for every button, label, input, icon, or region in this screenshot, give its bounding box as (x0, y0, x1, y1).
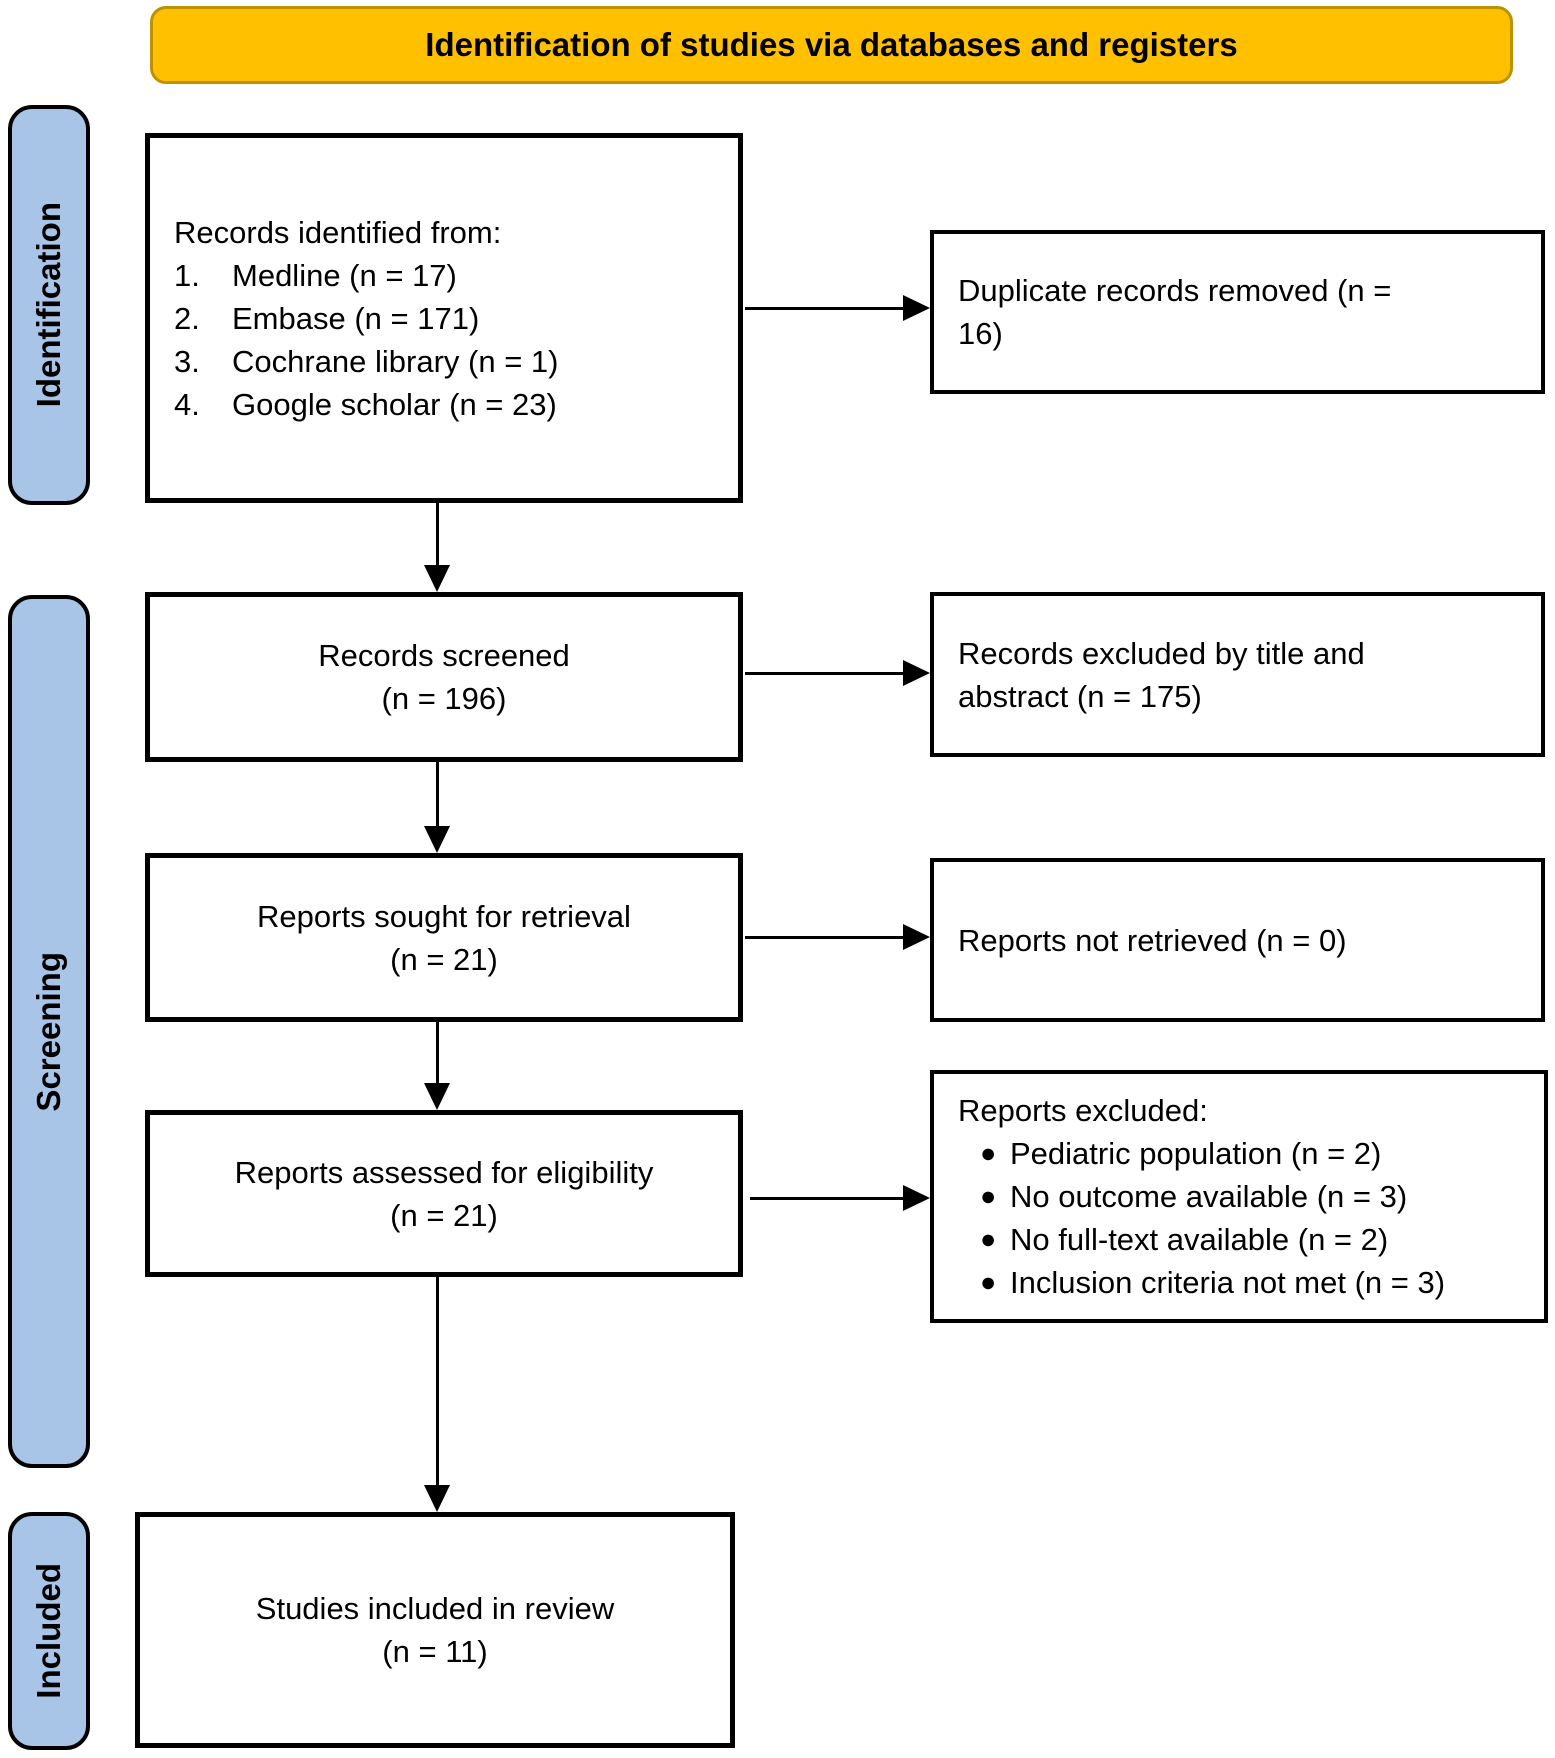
list-item: 3. Cochrane library (n = 1) (174, 343, 559, 379)
box-duplicate-records-removed: Duplicate records removed (n = 16) (930, 230, 1545, 394)
reports-excluded-heading: Reports excluded: (958, 1093, 1208, 1128)
reports-assessed-line1: Reports assessed for eligibility (234, 1154, 654, 1190)
box-records-screened: Records screened (n = 196) (145, 592, 743, 762)
arrow-stem (436, 1277, 439, 1487)
list-item: 4. Google scholar (n = 23) (174, 386, 557, 422)
arrow-head-icon (903, 924, 930, 950)
reports-assessed-line2: (n = 21) (390, 1197, 498, 1233)
bullet-icon: ● (980, 1138, 997, 1168)
list-item: 2. Embase (n = 171) (174, 300, 480, 336)
records-excluded-text: Records excluded by title and abstract (… (958, 635, 1365, 714)
arrow-head-icon (424, 565, 450, 592)
list-item: 1. Medline (n = 17) (174, 257, 457, 293)
arrow-stem (436, 1022, 439, 1085)
arrow-stem (436, 762, 439, 828)
arrow-head-icon (424, 1485, 450, 1512)
list-item: ● Pediatric population (n = 2) (958, 1132, 1520, 1175)
arrow-head-icon (903, 1185, 930, 1211)
reports-sought-line2: (n = 21) (390, 941, 498, 977)
arrow-head-icon (424, 1083, 450, 1110)
arrow-stem (436, 503, 439, 567)
list-item: ● Inclusion criteria not met (n = 3) (958, 1261, 1520, 1304)
bullet-icon: ● (980, 1267, 997, 1297)
box-records-identified: Records identified from: 1. Medline (n =… (145, 133, 743, 503)
duplicates-removed-text: Duplicate records removed (n = 16) (958, 273, 1392, 351)
box-studies-included: Studies included in review (n = 11) (135, 1512, 735, 1748)
box-records-excluded: Records excluded by title and abstract (… (930, 592, 1545, 757)
records-identified-heading: Records identified from: (174, 214, 502, 250)
diagram-title: Identification of studies via databases … (425, 26, 1238, 63)
arrow-stem (745, 307, 905, 310)
studies-included-line2: (n = 11) (382, 1634, 488, 1669)
bullet-icon: ● (980, 1224, 997, 1254)
arrow-stem (750, 1197, 905, 1200)
reports-not-retrieved-text: Reports not retrieved (n = 0) (958, 922, 1347, 958)
stage-included-text: Included (30, 1563, 67, 1699)
records-screened-line1: Records screened (318, 638, 570, 673)
stage-label-identification: Identification (8, 105, 90, 505)
arrow-head-icon (903, 660, 930, 686)
bullet-icon: ● (980, 1181, 997, 1211)
box-reports-sought: Reports sought for retrieval (n = 21) (145, 853, 743, 1022)
studies-included-line1: Studies included in review (255, 1591, 615, 1626)
box-reports-excluded: Reports excluded: ● Pediatric population… (930, 1070, 1548, 1323)
list-item: ● No full-text available (n = 2) (958, 1218, 1520, 1261)
title-banner: Identification of studies via databases … (150, 6, 1513, 84)
arrow-head-icon (424, 826, 450, 853)
stage-screening-text: Screening (30, 951, 67, 1112)
list-item: ● No outcome available (n = 3) (958, 1175, 1520, 1218)
stage-label-screening: Screening (8, 595, 90, 1468)
reports-sought-line1: Reports sought for retrieval (257, 898, 631, 934)
records-screened-line2: (n = 196) (381, 681, 507, 716)
arrow-stem (745, 936, 905, 939)
stage-identification-text: Identification (30, 202, 67, 408)
arrow-head-icon (903, 295, 930, 321)
arrow-stem (745, 672, 905, 675)
box-reports-not-retrieved: Reports not retrieved (n = 0) (930, 858, 1545, 1022)
box-reports-assessed: Reports assessed for eligibility (n = 21… (145, 1110, 743, 1277)
stage-label-included: Included (8, 1512, 90, 1750)
